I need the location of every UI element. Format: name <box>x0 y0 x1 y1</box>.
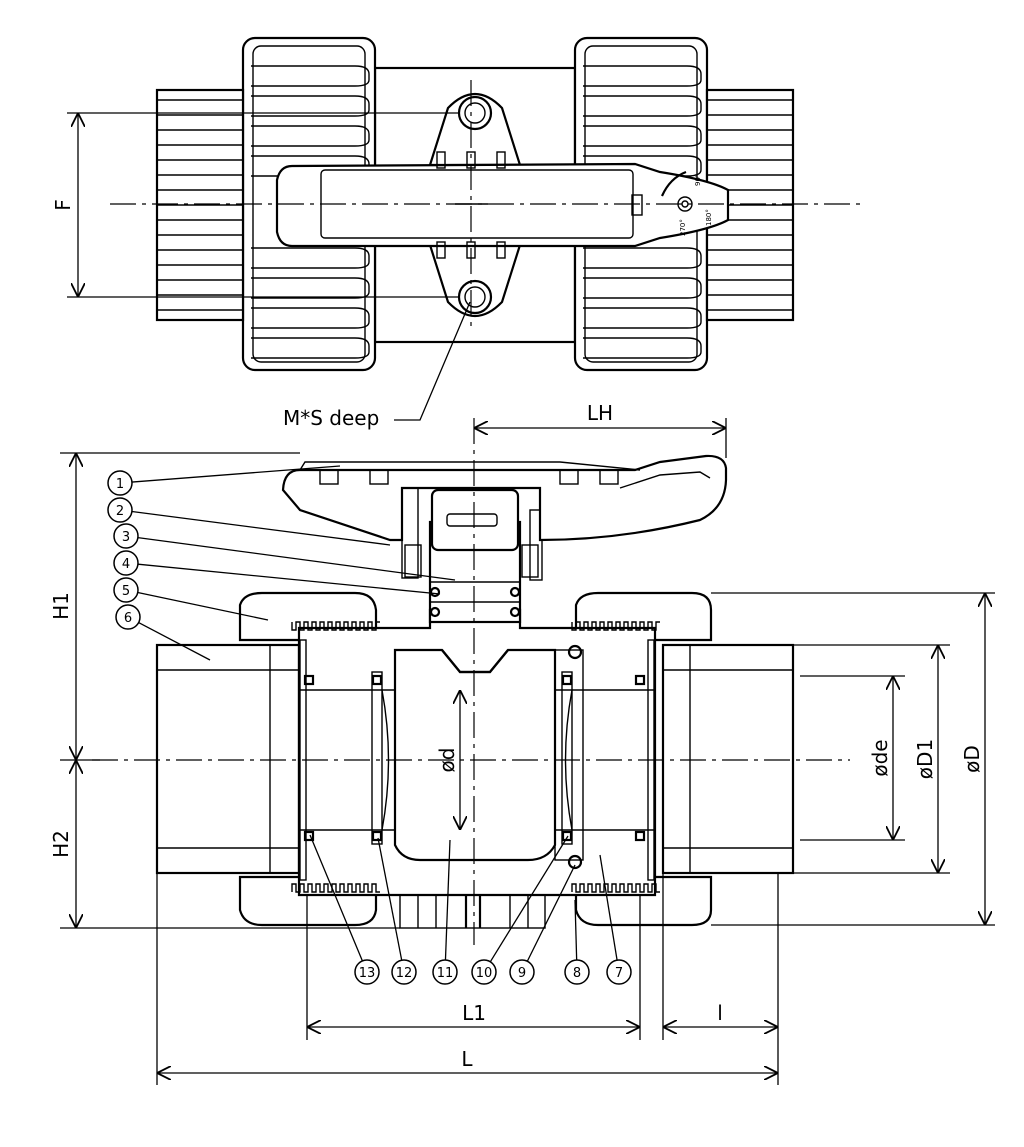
part-balloon-3: 3 <box>113 523 456 581</box>
part-balloon-8: 8 <box>564 899 590 985</box>
leader-line <box>489 835 569 963</box>
balloon-circle <box>432 959 458 985</box>
leader-line <box>526 864 576 962</box>
leader-line <box>377 837 403 961</box>
dimension-l: l <box>662 873 778 1040</box>
dimension-d: ød <box>435 690 460 830</box>
handle-side <box>281 454 728 542</box>
dim-label-l: l <box>717 1001 723 1025</box>
dimension-D: øD <box>711 592 995 926</box>
side-view <box>92 418 850 945</box>
dimension-L: L <box>156 873 779 1085</box>
svg-text:180°: 180° <box>705 209 713 226</box>
part-balloon-13: 13 <box>309 834 380 985</box>
part-balloon-1: 1 <box>107 465 341 496</box>
leader-line <box>599 854 618 961</box>
leader-line <box>309 834 363 962</box>
part-number: 5 <box>122 584 130 599</box>
balloon-circle <box>391 959 417 985</box>
part-number: 13 <box>359 966 376 981</box>
part-balloon-6: 6 <box>115 604 211 661</box>
part-balloon-7: 7 <box>599 854 632 985</box>
dim-label-de: øde <box>868 739 892 776</box>
callout-text: M*S deep <box>283 406 379 430</box>
balloon-circle <box>115 604 141 630</box>
svg-text:270°: 270° <box>679 219 687 236</box>
dim-label-H1: H1 <box>49 592 73 620</box>
part-balloon-2: 2 <box>107 497 391 546</box>
dim-label-F: F <box>51 199 75 211</box>
part-number: 11 <box>437 966 454 981</box>
dim-label-L: L <box>461 1047 473 1071</box>
leader-line <box>574 899 578 961</box>
balloon-circle <box>113 550 139 576</box>
top-view: 90° 180° 270° <box>110 36 860 372</box>
part-balloon-5: 5 <box>113 577 269 621</box>
leader-line <box>137 536 456 581</box>
leader-line <box>137 563 441 595</box>
leader-line <box>131 510 391 546</box>
dimension-de: øde <box>800 675 905 841</box>
dim-label-d: ød <box>435 748 459 773</box>
union-ribs <box>157 65 793 359</box>
part-number: 12 <box>396 966 413 981</box>
part-number: 1 <box>116 477 124 492</box>
leader-line <box>131 465 341 483</box>
dimension-L1: L1 <box>306 895 641 1040</box>
dim-label-L1: L1 <box>462 1001 486 1025</box>
part-number: 10 <box>476 966 493 981</box>
o-rings <box>303 644 646 870</box>
part-number: 8 <box>573 966 581 981</box>
balloon-circle <box>107 470 133 496</box>
part-number: 2 <box>116 504 124 519</box>
leader-line <box>444 839 451 961</box>
ball <box>393 648 557 862</box>
dimension-H1: H1 <box>49 452 300 761</box>
balloon-circle <box>113 577 139 603</box>
part-number: 4 <box>122 557 130 572</box>
part-balloon-12: 12 <box>377 837 417 985</box>
part-number: 7 <box>615 966 623 981</box>
balloon-circle <box>107 497 133 523</box>
leader-line <box>137 591 269 621</box>
handle-top <box>275 162 730 248</box>
part-balloon-11: 11 <box>432 839 458 985</box>
dimension-H2: H2 <box>49 760 400 929</box>
dim-label-LH: LH <box>587 401 613 425</box>
part-number: 3 <box>122 530 130 545</box>
dim-label-D1: øD1 <box>913 739 937 779</box>
part-balloon-9: 9 <box>509 864 576 985</box>
balloon-circle <box>113 523 139 549</box>
dim-label-D: øD <box>960 745 984 773</box>
dimension-F: F <box>51 112 459 298</box>
thread-callout: M*S deep <box>283 301 471 430</box>
dimension-LH: LH <box>474 401 727 458</box>
balloon-circle <box>564 959 590 985</box>
dim-label-H2: H2 <box>49 830 73 858</box>
balloon-circle <box>354 959 380 985</box>
part-balloon-4: 4 <box>113 550 441 595</box>
svg-text:90°: 90° <box>694 174 702 186</box>
balloon-circle <box>606 959 632 985</box>
leader-line <box>138 621 211 661</box>
balloon-circle <box>509 959 535 985</box>
union-threads <box>291 621 660 893</box>
part-number: 6 <box>124 611 132 626</box>
dimension-D1: øD1 <box>793 644 950 874</box>
part-balloon-10: 10 <box>471 835 569 985</box>
balloon-circle <box>471 959 497 985</box>
part-number: 9 <box>518 966 526 981</box>
